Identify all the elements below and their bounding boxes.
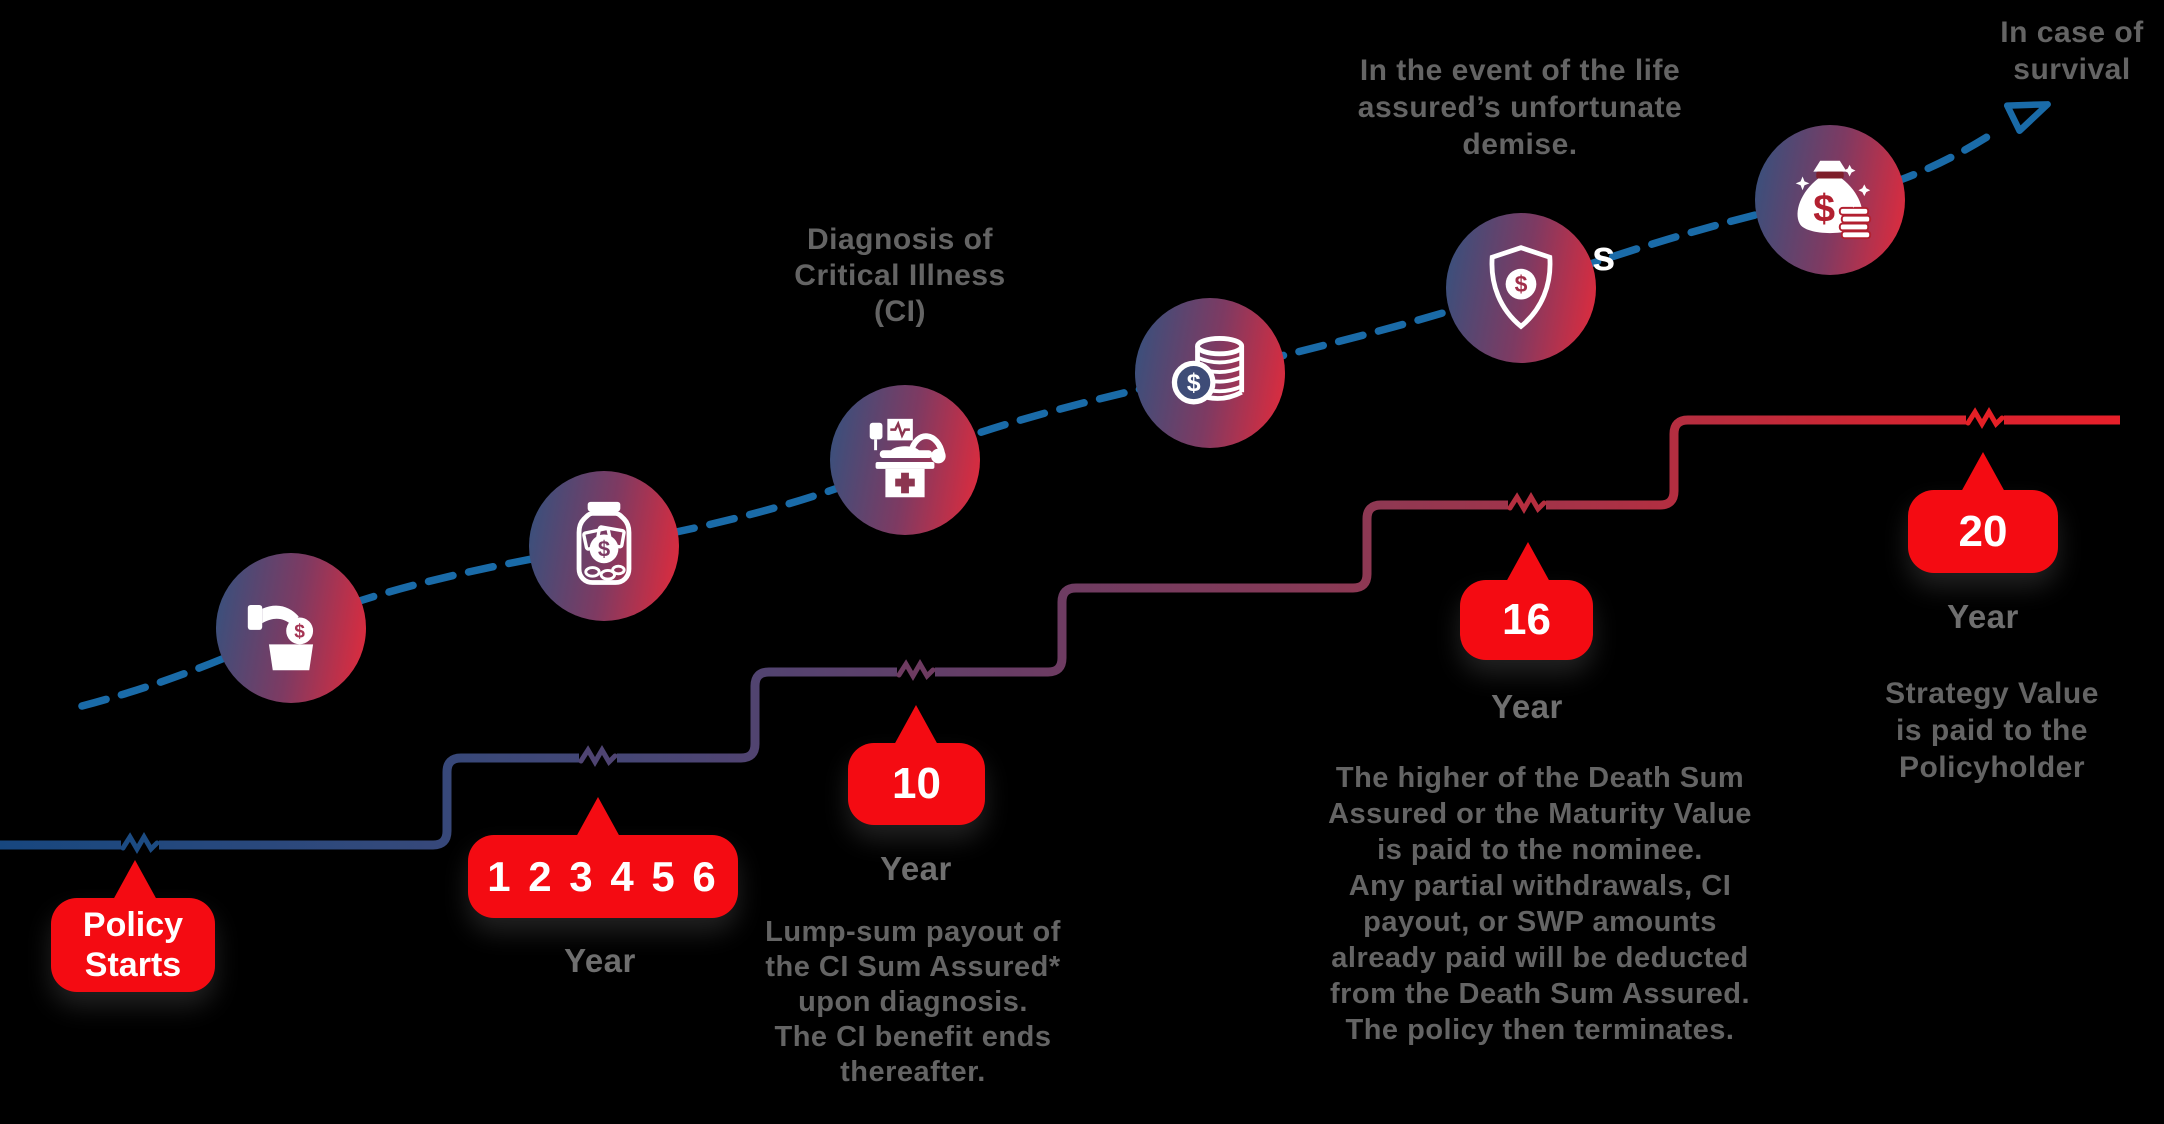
- strategy-value-note: Strategy Value is paid to the Policyhold…: [1885, 677, 2099, 784]
- svg-text:$: $: [1187, 369, 1201, 397]
- callout-pointer: [1961, 452, 2005, 492]
- svg-text:$: $: [1515, 271, 1528, 297]
- hand-depositing-coin-icon: $: [247, 604, 314, 671]
- callout-year-10: 10: [848, 705, 985, 825]
- callout-label: 1 2 3 4 5 6: [487, 852, 719, 900]
- year-label-16: Year: [1491, 688, 1563, 725]
- stray-s-glyph: s: [1592, 232, 1616, 279]
- callout-label: 10: [892, 759, 941, 808]
- milestone-circle-premium: $: [216, 553, 366, 703]
- break-mark: [896, 659, 936, 681]
- arrow-head-icon: [2003, 101, 2051, 135]
- break-mark: [578, 745, 618, 767]
- money-bag-icon: $: [1795, 160, 1872, 240]
- milestone-circle-savings: $: [529, 471, 679, 621]
- nominee-payout-note: The higher of the Death Sum Assured or t…: [1328, 762, 1752, 1046]
- callout-pointer: [113, 860, 157, 900]
- callout-label: 20: [1958, 506, 2008, 556]
- coin-stack: [1838, 206, 1872, 240]
- year-label-20: Year: [1947, 598, 2019, 635]
- svg-text:$: $: [1813, 188, 1835, 231]
- milestone-circle-maturity: $: [1755, 125, 1905, 275]
- callout-year-1-6: 1 2 3 4 5 6: [468, 797, 738, 918]
- milestone-circle-death-benefit: $: [1446, 213, 1596, 363]
- lumpsum-payout-note: Lump-sum payout of the CI Sum Assured* u…: [765, 916, 1061, 1088]
- break-mark: [1507, 492, 1547, 514]
- callout-pointer: [576, 797, 620, 837]
- demise-note: In the event of the life assured’s unfor…: [1357, 54, 1683, 161]
- svg-text:$: $: [294, 622, 305, 643]
- sparkle-icon: [1795, 164, 1871, 208]
- year-label-10: Year: [880, 850, 952, 887]
- callout-label: 16: [1502, 595, 1551, 644]
- break-mark: [120, 832, 160, 854]
- step-line: [0, 415, 2120, 850]
- hospital-bed-icon: [869, 418, 946, 498]
- diagnosis-note: Diagnosis of Critical Illness (CI): [794, 223, 1006, 328]
- callout-year-20: 20: [1908, 452, 2058, 573]
- callout-label: Policy Starts: [82, 906, 184, 984]
- survival-note: In case of survival: [2000, 16, 2144, 86]
- money-jar-icon: $: [576, 501, 632, 585]
- svg-text:$: $: [598, 537, 610, 562]
- callout-policy-starts: Policy Starts: [51, 860, 215, 992]
- callout-pointer: [1506, 542, 1550, 582]
- year-label-1-6: Year: [564, 942, 636, 979]
- callout-year-16: 16: [1460, 542, 1593, 660]
- coins-stack-icon: $: [1171, 336, 1245, 405]
- milestone-circle-critical-illness: [830, 385, 980, 535]
- break-mark: [1965, 407, 2005, 429]
- callout-pointer: [894, 705, 938, 745]
- shield-dollar-icon: $: [1489, 245, 1553, 330]
- milestone-circle-fund-value: $: [1135, 298, 1285, 448]
